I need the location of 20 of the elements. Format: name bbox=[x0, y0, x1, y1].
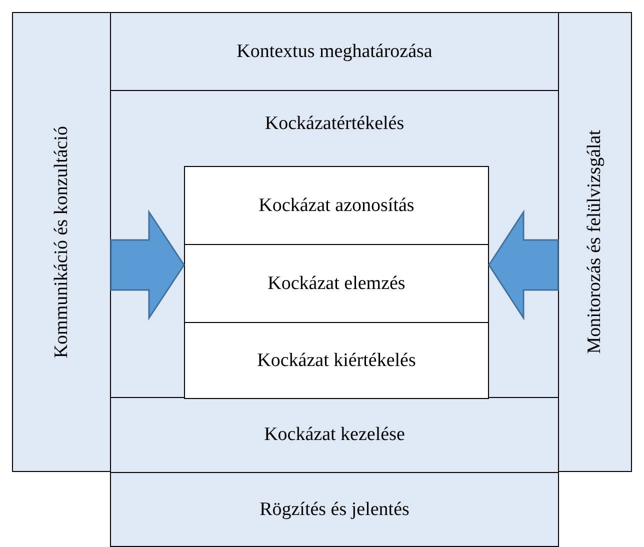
side-band bbox=[12, 12, 111, 472]
block-arrow bbox=[110, 210, 185, 320]
band-label: Rögzítés és jelentés bbox=[258, 498, 410, 520]
side-band bbox=[558, 12, 632, 472]
step-box bbox=[184, 244, 489, 323]
stage-panel bbox=[110, 90, 559, 398]
band-label: Kontextus meghatározása bbox=[236, 40, 434, 62]
step-box bbox=[184, 166, 489, 245]
band-label: Kockázatértékelés bbox=[264, 113, 406, 135]
vertical-label: Kommunikáció és konzultáció bbox=[50, 126, 72, 358]
band-label: Kockázat elemzés bbox=[266, 272, 406, 294]
block-arrow bbox=[488, 209, 559, 321]
band-label: Kockázat azonosítás bbox=[258, 194, 416, 216]
band-label: Kockázat kiértékelés bbox=[256, 350, 417, 372]
process-band bbox=[110, 12, 559, 91]
process-band bbox=[110, 397, 559, 473]
band-label: Kockázat kezelése bbox=[263, 424, 406, 446]
step-box bbox=[184, 322, 489, 399]
vertical-label: Monitorozás és felülvizsgálat bbox=[584, 130, 606, 354]
process-band bbox=[110, 472, 559, 547]
